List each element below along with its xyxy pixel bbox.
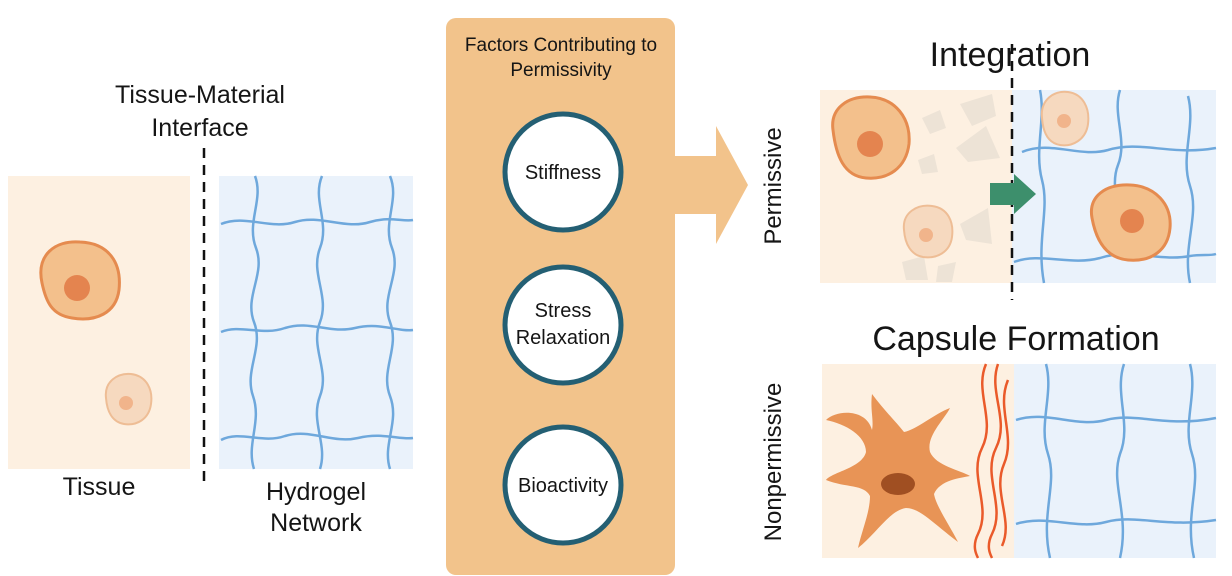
factors-title-line1: Factors Contributing to [465, 35, 657, 56]
capsule-fibers [973, 363, 1010, 559]
tissue-label: Tissue [63, 473, 136, 501]
integration-title: Integration [930, 36, 1091, 74]
factor-bioactivity: Bioactivity [502, 424, 624, 546]
interface-label-line1: Tissue-Material [115, 81, 285, 109]
factor-stress-relaxation-line2: Relaxation [516, 327, 611, 349]
factor-bioactivity-label: Bioactivity [518, 475, 608, 497]
tissue-cell-large [39, 240, 121, 321]
hydrogel-mesh [220, 175, 414, 470]
factor-stress-relaxation: Stress Relaxation [502, 264, 624, 386]
fibroblast-cell [826, 394, 970, 548]
interface-label-line2: Interface [151, 114, 248, 142]
factor-stress-relaxation-line1: Stress [535, 300, 592, 322]
nonpermissive-label: Nonpermissive [760, 383, 787, 542]
hydrogel-label-line1: Hydrogel [266, 478, 366, 506]
capsule-title: Capsule Formation [872, 320, 1159, 358]
factor-stiffness-label: Stiffness [525, 162, 601, 184]
capsule-hydrogel-panel [1014, 364, 1216, 558]
tissue-panel [8, 176, 190, 469]
integration-migrated-cell-small [1040, 90, 1090, 147]
hydrogel-label-line2: Network [270, 509, 362, 537]
factors-title-line2: Permissivity [510, 60, 612, 81]
factors-arrow [672, 126, 748, 244]
tissue-cell-small [104, 372, 153, 426]
integration-tissue-cell-large [831, 95, 911, 180]
factor-stiffness: Stiffness [502, 111, 624, 233]
permissive-label: Permissive [760, 127, 787, 244]
integration-tissue-cell-small [902, 204, 954, 259]
migration-arrow [990, 174, 1036, 214]
integration-migrated-cell-large [1089, 183, 1172, 262]
hydrogel-panel [219, 176, 413, 469]
capsule-mesh [1015, 363, 1217, 559]
integration-matrix-fragments [902, 94, 1000, 282]
